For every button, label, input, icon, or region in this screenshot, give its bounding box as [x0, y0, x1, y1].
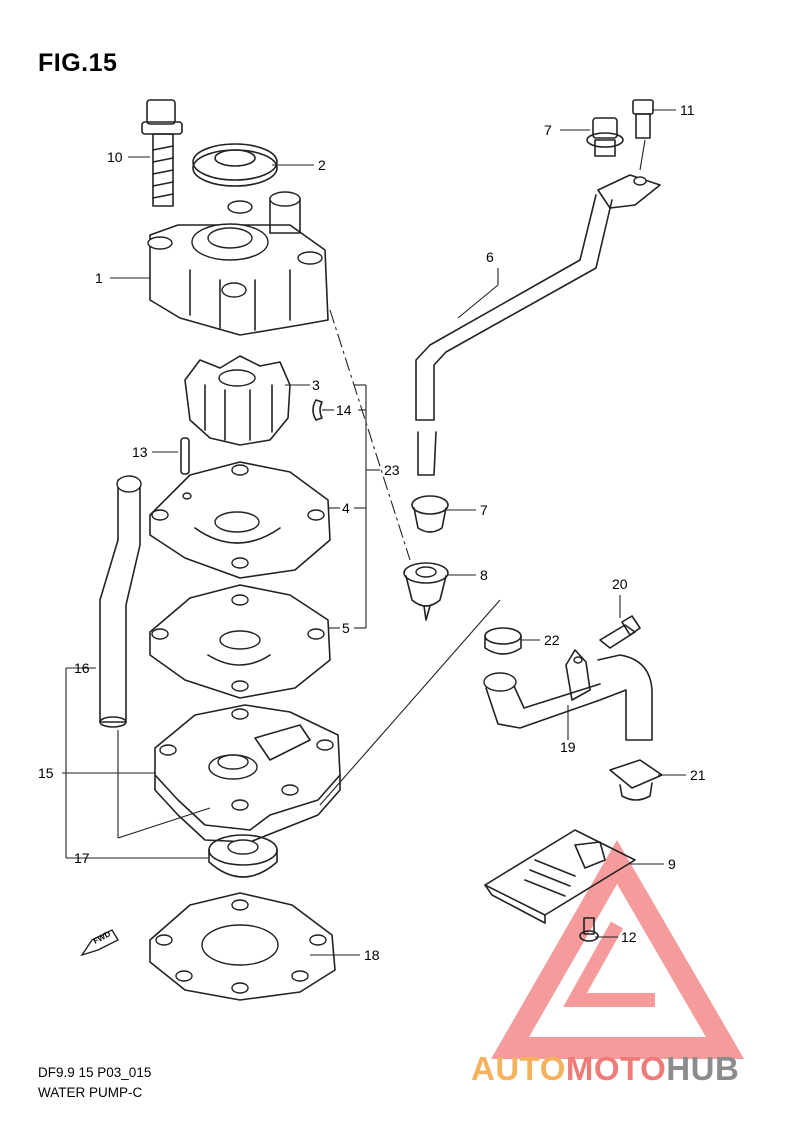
part-8-grommet: [403, 562, 449, 621]
part-2-seal-ring: [192, 143, 278, 187]
part-1-pump-case: [147, 191, 329, 336]
callout-3: 3: [312, 377, 320, 393]
callout-22: 22: [544, 632, 560, 648]
callout-6: 6: [486, 249, 494, 265]
part-12-screw: [579, 917, 599, 942]
callout-11: 11: [680, 102, 695, 118]
watermark-triangle-logo: [490, 840, 745, 1059]
part-18-gasket: [149, 892, 336, 1001]
callout-20: 20: [612, 576, 628, 592]
watermark-part-moto: MOTO: [565, 1050, 667, 1087]
part-7-grommet-top: [586, 117, 624, 157]
part-7-grommet-middle: [411, 495, 449, 533]
watermark-brand: AUTOMOTOHUB: [471, 1050, 739, 1088]
callout-2: 2: [318, 157, 326, 173]
part-14-key: [312, 399, 323, 421]
callout-21: 21: [690, 767, 706, 783]
callout-19: 19: [560, 739, 576, 755]
part-22-grommet: [484, 627, 522, 655]
callout-18: 18: [364, 947, 380, 963]
part-20-bolt: [599, 615, 641, 649]
figure-title: FIG.15: [38, 49, 118, 77]
part-21-grommet: [609, 759, 663, 801]
callout-10: 10: [107, 149, 123, 165]
part-11-bolt: [632, 99, 654, 139]
part-19-pipe: [483, 649, 653, 741]
watermark-part-hub: HUB: [666, 1050, 740, 1087]
callout-numbers: 10 2 1 3 14 13 23 4 5 16 15 17 18 7 11 6…: [38, 102, 706, 963]
part-3-impeller: [184, 355, 291, 446]
part-16-hose: [99, 475, 142, 728]
callout-8: 8: [480, 567, 488, 583]
callout-17: 17: [74, 850, 90, 866]
part-13-pin: [180, 437, 190, 475]
callout-5: 5: [342, 620, 350, 636]
part-10-bolt: [141, 99, 183, 207]
part-9-plate: [484, 829, 636, 924]
callout-16: 16: [74, 660, 90, 676]
fwd-direction-badge: FWD: [80, 929, 119, 957]
part-5-gasket: [149, 584, 331, 699]
watermark-part-auto: AUTO: [471, 1050, 566, 1087]
leader-lines: [62, 109, 686, 956]
figure-name: WATER PUMP-C: [38, 1085, 143, 1100]
part-6-tube: [415, 174, 661, 476]
callout-7-top: 7: [544, 122, 552, 138]
callout-7-middle: 7: [480, 502, 488, 518]
callout-12: 12: [621, 929, 637, 945]
callout-23: 23: [384, 462, 400, 478]
part-17-oil-seal: [208, 834, 278, 878]
callout-1: 1: [95, 270, 103, 286]
callout-4: 4: [342, 500, 350, 516]
callout-13: 13: [132, 444, 148, 460]
callout-9: 9: [668, 856, 676, 872]
part-4-plate: [149, 461, 331, 579]
part-15-lower-case: [154, 704, 341, 843]
figure-code: DF9.9 15 P03_015: [38, 1065, 152, 1080]
callout-15: 15: [38, 765, 54, 781]
callout-14: 14: [336, 402, 352, 418]
